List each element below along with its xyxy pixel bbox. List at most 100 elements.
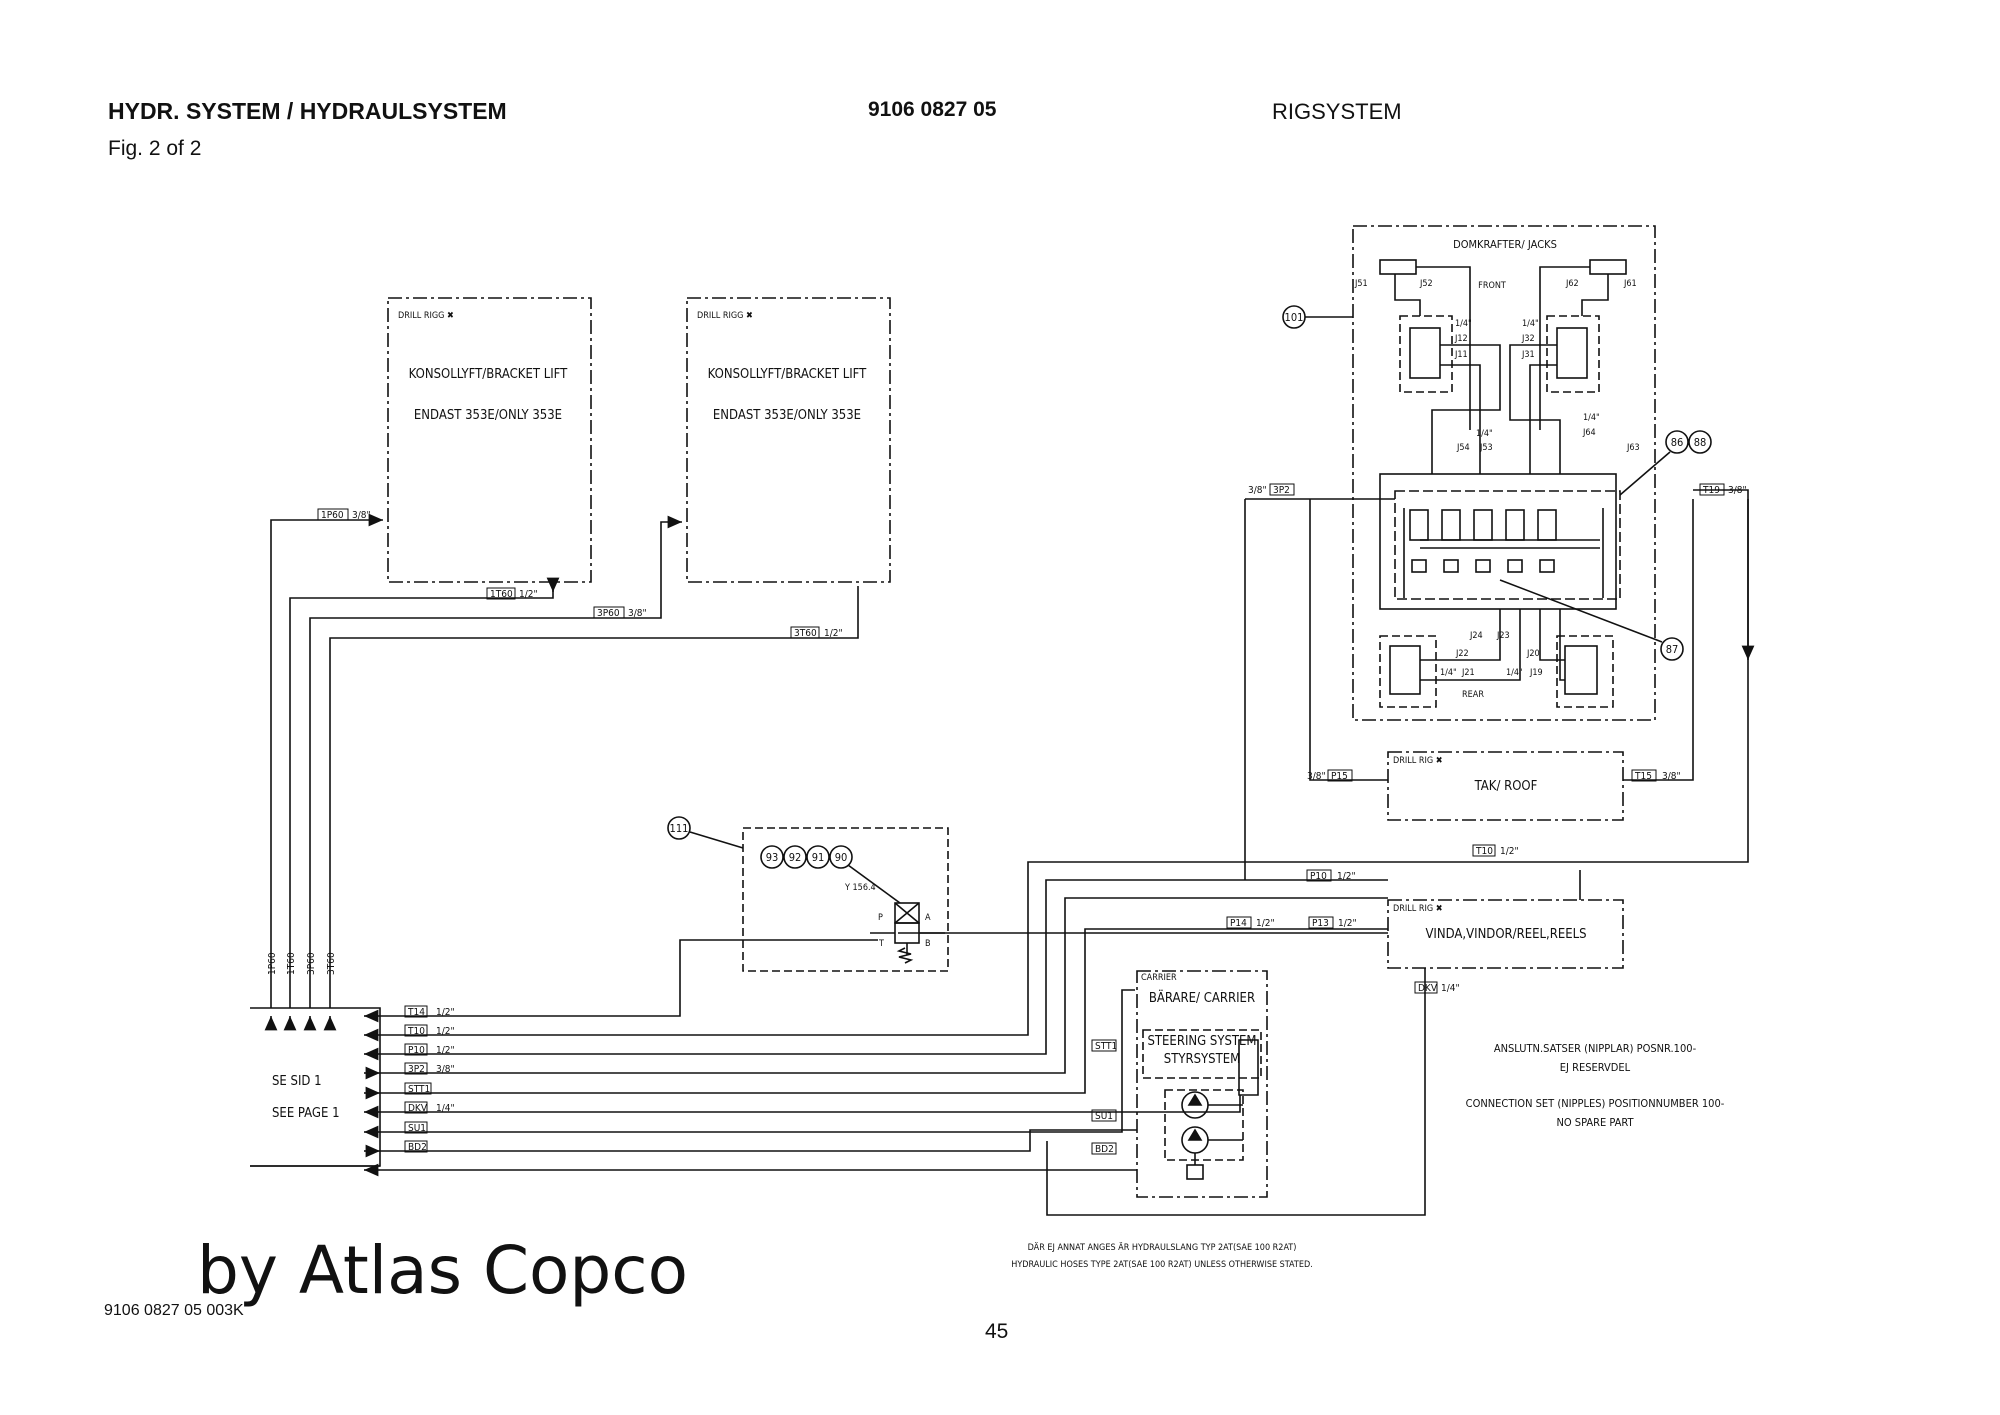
callout-91: 91 — [812, 851, 825, 864]
port-J20: J20 — [1526, 649, 1540, 659]
footer-code: 9106 0827 05 003K — [104, 1302, 244, 1319]
page-number: 45 — [985, 1320, 1009, 1343]
bracket1-tag: DRILL RIGG ✖ — [398, 311, 454, 321]
bracket1-line2: ENDAST 353E/ONLY 353E — [414, 408, 562, 423]
note-hose1: DÄR EJ ANNAT ANGES ÄR HYDRAULSLANG TYP 2… — [1028, 1242, 1297, 1253]
left-ref-line2: SEE PAGE 1 — [272, 1106, 340, 1121]
directional-valves — [1409, 509, 1557, 573]
size-P14: 1/2" — [1256, 918, 1275, 929]
vert-3T60: 3T60 — [326, 952, 337, 975]
size-T19: 3/8" — [1728, 485, 1747, 496]
bracket-lift-box-2 — [686, 297, 891, 583]
port-J52: J52 — [1419, 279, 1433, 289]
size-T15: 3/8" — [1662, 771, 1681, 782]
carrier-box — [1136, 970, 1268, 1198]
page-title: HYDR. SYSTEM / HYDRAULSYSTEM — [108, 98, 507, 124]
front-jack-left — [1399, 315, 1453, 393]
vert-3P60: 3P60 — [306, 952, 317, 975]
size-1P60: 3/8" — [352, 510, 371, 521]
valve-port-a: A — [925, 913, 931, 923]
left-rail-arrows — [264, 1009, 380, 1177]
size-T14: 1/2" — [436, 1007, 455, 1018]
rear-jack-right — [1556, 635, 1614, 708]
callout-87-circle — [1660, 637, 1684, 661]
callout-111: 111 — [670, 822, 689, 835]
port-3P2: 3P2 — [408, 1064, 425, 1075]
port-J62: J62 — [1565, 279, 1579, 289]
winch-tag: DRILL RIG ✖ — [1393, 904, 1443, 914]
port-J21: J21 — [1461, 668, 1475, 678]
callout-88: 88 — [1694, 436, 1707, 449]
port-T10-mid: T10 — [1475, 846, 1493, 857]
size-J12: 1/4" — [1455, 319, 1472, 329]
note-conn3: CONNECTION SET (NIPPLES) POSITIONNUMBER … — [1466, 1097, 1725, 1110]
size-T10: 1/2" — [436, 1026, 455, 1037]
valve-port-t: T — [878, 939, 884, 949]
callout-101: 101 — [1285, 311, 1304, 324]
roof-box — [1387, 751, 1624, 821]
roof-tag: DRILL RIG ✖ — [1393, 756, 1443, 766]
size-DKV-winch: 1/4" — [1441, 983, 1460, 994]
port-STT1: STT1 — [408, 1084, 430, 1095]
size-1T60: 1/2" — [519, 589, 538, 600]
carrier-tag: CARRIER — [1141, 973, 1177, 983]
port-SU1: SU1 — [408, 1123, 426, 1134]
size-DKV: 1/4" — [436, 1103, 455, 1114]
winch-label: VINDA,VINDOR/REEL,REELS — [1425, 927, 1586, 942]
note-conn4: NO SPARE PART — [1556, 1116, 1634, 1129]
carrier-pumps — [1164, 1089, 1244, 1180]
port-J12: J12 — [1454, 334, 1468, 344]
roof-label: TAK/ ROOF — [1474, 779, 1538, 794]
callout-92: 92 — [789, 851, 802, 864]
jacks-rear: REAR — [1462, 690, 1484, 700]
port-BD2: BD2 — [408, 1142, 427, 1153]
port-P10: P10 — [408, 1045, 425, 1056]
jacks-title: DOMKRAFTER/ JACKS — [1453, 238, 1557, 251]
port-J24: J24 — [1469, 631, 1483, 641]
bracket-lift-box-1 — [387, 297, 592, 583]
port-1T60: 1T60 — [490, 589, 513, 600]
valve-block — [1379, 473, 1617, 610]
note-conn2: EJ RESERVDEL — [1560, 1061, 1631, 1074]
port-J31: J31 — [1521, 350, 1535, 360]
vert-1P60: 1P60 — [267, 952, 278, 975]
port-J53: J53 — [1479, 443, 1493, 453]
port-T14: T14 — [407, 1007, 425, 1018]
carrier-port-STT1: STT1 — [1095, 1041, 1117, 1052]
bracket2-line2: ENDAST 353E/ONLY 353E — [713, 408, 861, 423]
size-P10-mid: 1/2" — [1337, 871, 1356, 882]
size-J64: 1/4" — [1583, 413, 1600, 423]
document-number: 9106 0827 05 — [868, 98, 997, 121]
port-T19: T19 — [1702, 485, 1720, 496]
port-T15: T15 — [1634, 771, 1652, 782]
solenoid-valve-symbol — [870, 902, 945, 964]
callout-92-circle — [783, 845, 807, 869]
bracket1-line1: KONSOLLYFT/BRACKET LIFT — [409, 367, 568, 382]
section-title: RIGSYSTEM — [1272, 99, 1402, 124]
port-DKV-winch: DKV — [1418, 983, 1438, 994]
valve-bank — [1394, 490, 1621, 600]
size-T10-mid: 1/2" — [1500, 846, 1519, 857]
size-P10: 1/2" — [436, 1045, 455, 1056]
size-3P60: 3/8" — [628, 608, 647, 619]
valve-label: Y 156.4 — [844, 883, 876, 893]
port-J11: J11 — [1454, 350, 1468, 360]
steering-line1: STEERING SYSTEM — [1147, 1034, 1256, 1049]
size-P15: 3/8" — [1307, 771, 1326, 782]
jacks-box — [1352, 225, 1656, 721]
port-J32: J32 — [1521, 334, 1535, 344]
port-J63: J63 — [1626, 443, 1640, 453]
port-J61: J61 — [1623, 279, 1637, 289]
port-J22: J22 — [1455, 649, 1469, 659]
callout-93: 93 — [766, 851, 779, 864]
port-J19: J19 — [1529, 668, 1543, 678]
port-P14: P14 — [1230, 918, 1247, 929]
size-3P2: 3/8" — [436, 1064, 455, 1075]
size-J19: 1/4" — [1506, 668, 1523, 678]
note-conn1: ANSLUTN.SATSER (NIPPLAR) POSNR.100- — [1494, 1042, 1697, 1055]
port-J23: J23 — [1496, 631, 1510, 641]
callout-93-circle — [760, 845, 784, 869]
port-P10-mid: P10 — [1310, 871, 1327, 882]
port-1P60: 1P60 — [321, 510, 344, 521]
